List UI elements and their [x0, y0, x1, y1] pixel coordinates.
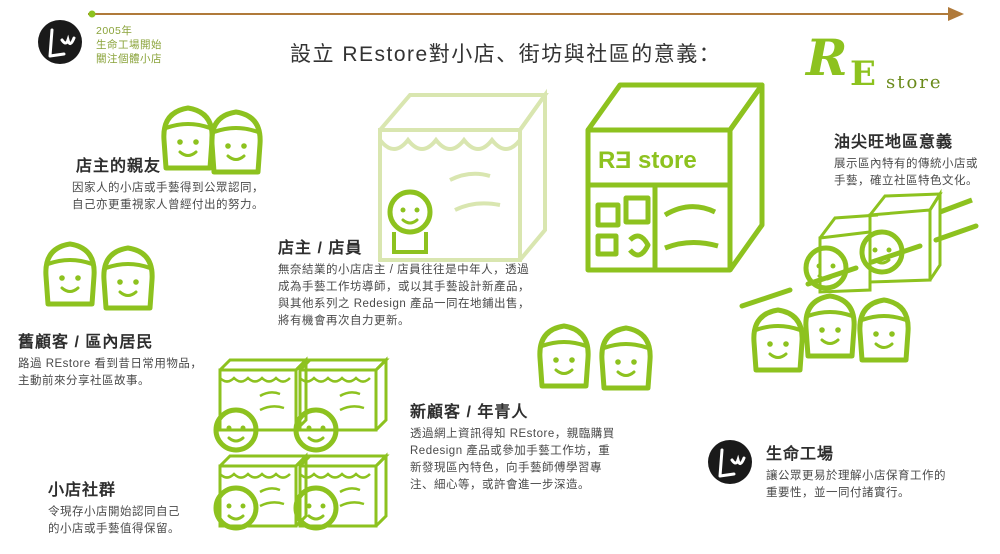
- logo-e: E: [850, 54, 876, 94]
- old-customers-heading: 舊顧客 / 區內居民: [18, 334, 154, 351]
- logo-r: R: [806, 28, 848, 87]
- shop-community-line: 令現存小店開始認同自己: [48, 506, 180, 518]
- old-customers-line: 路過 REstore 看到昔日常用物品，: [18, 358, 203, 370]
- shop-community-heading: 小店社群: [48, 482, 117, 499]
- old-customers-text: 路過 REstore 看到昔日常用物品， 主動前來分享社區故事。: [18, 356, 202, 390]
- new-customers-line: 注、細心等，或許會進一步深造。: [410, 479, 590, 491]
- life-factory-line: 讓公眾更易於理解小店保育工作的: [766, 470, 946, 482]
- life-factory-heading: 生命工場: [766, 446, 835, 463]
- old-customers-figures: [46, 244, 152, 308]
- restore-shop-illustration: [585, 82, 765, 273]
- timeline-year: 2005年: [96, 25, 133, 37]
- new-customers-text: 透過網上資訊得知 REstore，親臨購買 Redesign 產品或參加手藝工作…: [410, 426, 615, 494]
- timeline-arrow: [88, 7, 964, 21]
- owner-line: 與其他系列之 Redesign 產品一同在地鋪出售，: [278, 298, 530, 310]
- owner-line: 成為手藝工作坊導師，或以其手藝設計新產品，: [278, 281, 530, 293]
- restore-logo: R E store: [806, 28, 986, 98]
- life-factory-line: 重要性，並一同付諸實行。: [766, 487, 910, 499]
- life-factory-text: 讓公眾更易於理解小店保育工作的 重要性，並一同付諸實行。: [766, 468, 946, 502]
- owner-heading: 店主 / 店員: [278, 240, 363, 257]
- timeline-line2: 生命工場開始: [96, 39, 162, 51]
- district-line: 手藝，確立社區特色文化。: [834, 175, 978, 187]
- logo-word: store: [886, 72, 943, 93]
- page-title: 設立 REstore對小店、街坊與社區的意義：: [290, 43, 722, 66]
- district-heading: 油尖旺地區意義: [834, 134, 954, 151]
- owner-line: 無奈結業的小店店主 / 店員往往是中年人，透過: [278, 264, 530, 276]
- shop-community-text: 令現存小店開始認同自己 的小店或手藝值得保留。: [48, 504, 180, 538]
- owner-friends-line: 因家人的小店或手藝得到公眾認同，: [72, 182, 264, 194]
- timeline-label: 2005年 生命工場開始 關注個體小店: [96, 24, 162, 66]
- new-customers-line: 透過網上資訊得知 REstore，親臨購買: [410, 428, 615, 440]
- owner-friends-heading: 店主的親友: [76, 158, 162, 175]
- owner-friends-line: 自己亦更重視家人曾經付出的努力。: [72, 199, 264, 211]
- district-text: 展示區內特有的傳統小店或 手藝，確立社區特色文化。: [834, 156, 978, 190]
- new-customers-line: Redesign 產品或參加手藝工作坊，重: [410, 445, 611, 457]
- life-factory-logo-bottom: [708, 440, 752, 484]
- shop-owner-figure: [390, 192, 430, 254]
- timeline-line3: 關注個體小店: [96, 53, 162, 65]
- owner-friends-text: 因家人的小店或手藝得到公眾認同， 自己亦更重視家人曾經付出的努力。: [72, 180, 264, 214]
- small-shops-illustration: [216, 358, 388, 528]
- shop-community-line: 的小店或手藝值得保留。: [48, 523, 180, 535]
- owner-line: 將有機會再次自力更新。: [278, 315, 410, 327]
- new-customers-figures: [540, 326, 650, 388]
- old-customers-line: 主動前來分享社區故事。: [18, 375, 150, 387]
- new-customers-heading: 新顧客 / 年青人: [410, 404, 529, 421]
- street-road: [760, 294, 990, 380]
- restore-shop-sign: RƎ store: [598, 147, 697, 174]
- owner-text: 無奈結業的小店店主 / 店員往往是中年人，透過 成為手藝工作坊導師，或以其手藝設…: [278, 262, 530, 330]
- pale-shop-illustration: [378, 88, 549, 262]
- new-customers-line: 新發現區內特色，向手藝師傅學習專: [410, 462, 602, 474]
- life-factory-logo: [38, 20, 82, 64]
- owner-friends-figures: [164, 108, 260, 172]
- district-line: 展示區內特有的傳統小店或: [834, 158, 978, 170]
- street-people: [754, 232, 908, 370]
